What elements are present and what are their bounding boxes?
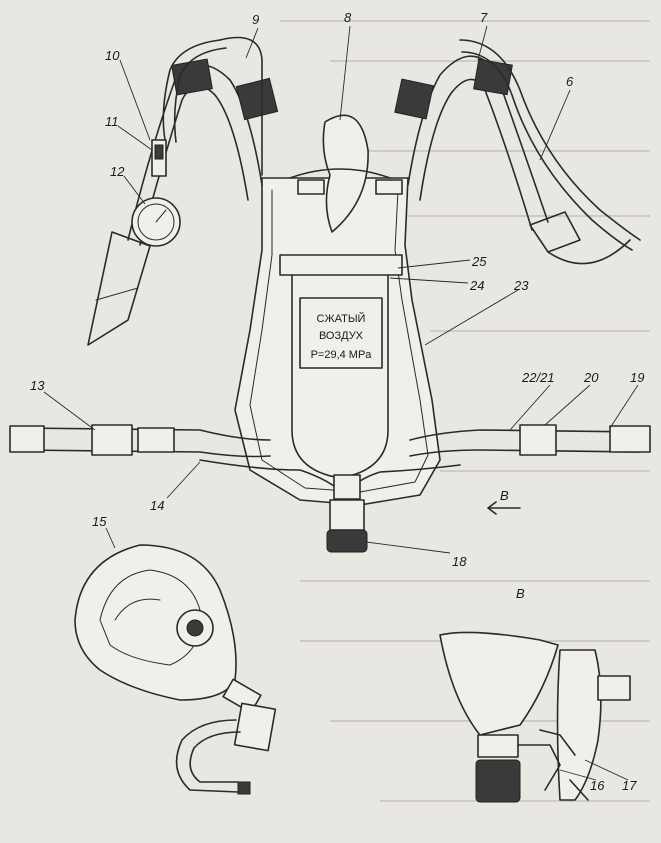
view-arrow-letter: В (500, 488, 509, 503)
head-support (289, 114, 403, 233)
callout-16: 16 (590, 778, 605, 793)
callout-6: 6 (566, 74, 574, 89)
cylinder-label-line-3: P=29,4 MPa (311, 349, 373, 361)
view-b-arrow: В В (487, 488, 525, 601)
callout-11: 11 (105, 114, 119, 129)
pressure-reducer (326, 474, 368, 553)
callout-10: 10 (105, 48, 120, 63)
callout-leaders (43, 25, 639, 781)
cylinder-label-line-2: ВОЗДУХ (319, 330, 364, 342)
face-mask (74, 544, 277, 795)
callout-17: 17 (622, 778, 637, 793)
callout-15: 15 (92, 514, 107, 529)
view-detail-letter: В (516, 586, 525, 601)
callout-18: 18 (452, 554, 467, 569)
cylinder-label-line-1: СЖАТЫЙ (317, 312, 366, 325)
callout-19: 19 (630, 370, 644, 385)
callout-20: 20 (583, 370, 599, 385)
callout-25: 25 (471, 254, 487, 269)
callout-23: 23 (513, 278, 529, 293)
callout-12: 12 (110, 164, 125, 179)
callout-7: 7 (480, 10, 488, 25)
callout-labels: 9 8 7 6 10 11 12 13 14 15 16 17 18 19 20… (30, 10, 644, 793)
callout-13: 13 (30, 378, 45, 393)
air-cylinder: СЖАТЫЙ ВОЗДУХ P=29,4 MPa (279, 254, 403, 479)
callout-24: 24 (469, 278, 484, 293)
callout-9: 9 (252, 12, 259, 27)
right-buckle (609, 425, 651, 453)
left-buckle (9, 425, 45, 453)
callout-8: 8 (344, 10, 352, 25)
right-shoulder-strap (394, 55, 631, 265)
waist-belt (9, 424, 651, 458)
callout-14: 14 (150, 498, 164, 513)
callout-22-21: 22/21 (521, 370, 555, 385)
detail-view-b (439, 631, 631, 803)
left-shoulder-strap (87, 58, 279, 346)
pressure-gauge (131, 139, 181, 247)
cylinder-label-plate (299, 297, 383, 369)
